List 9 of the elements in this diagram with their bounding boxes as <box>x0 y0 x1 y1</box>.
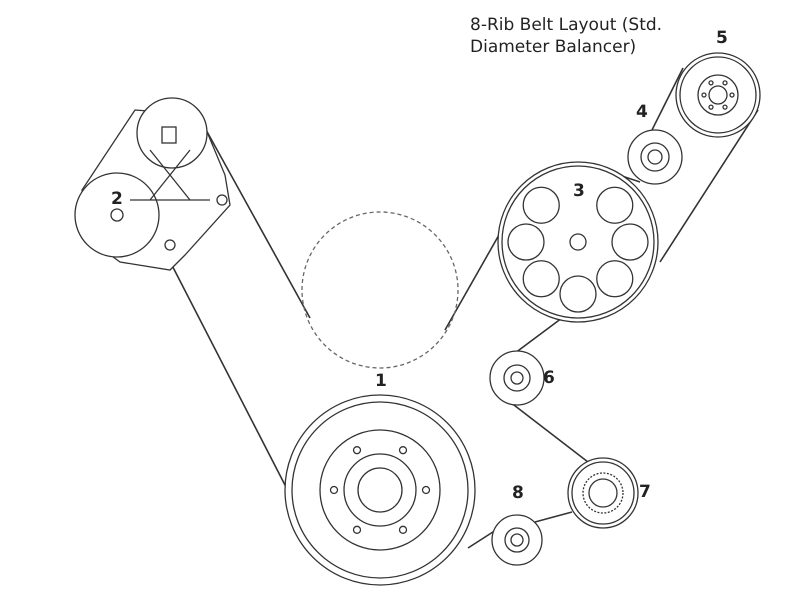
callout-number: 5 <box>716 30 728 47</box>
callout-number: 1 <box>375 373 387 390</box>
callout-number: 6 <box>543 370 555 387</box>
callout-number: 4 <box>636 104 648 121</box>
callout-number: 8 <box>512 485 524 502</box>
callout-number: 2 <box>111 191 123 208</box>
callout-number: 7 <box>639 484 651 501</box>
callout-number: 3 <box>573 183 585 200</box>
diagram-title: 8-Rib Belt Layout (Std. Diameter Balancer) <box>470 14 664 58</box>
